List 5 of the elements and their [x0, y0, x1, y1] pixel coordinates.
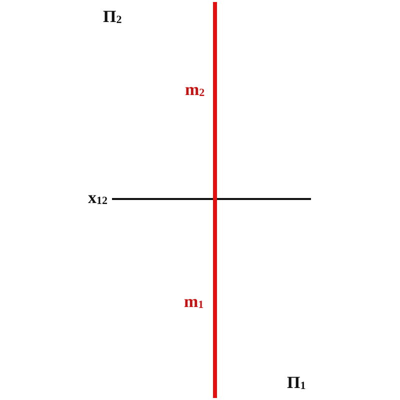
- plane-label: Π$_{1}$: [287, 374, 306, 391]
- projection-label: m$_{1}$: [184, 293, 204, 310]
- axis-label: x$_{12}$: [88, 189, 108, 206]
- projection-label: m$_{2}$: [185, 81, 205, 98]
- plane-label: Π$_{2}$: [103, 8, 122, 25]
